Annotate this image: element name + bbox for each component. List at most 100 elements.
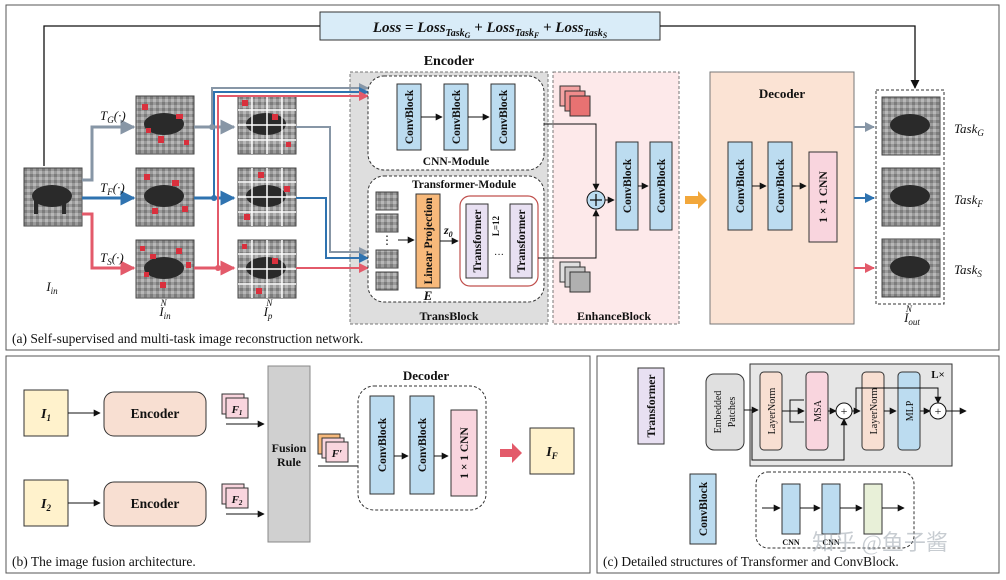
encoder-2-box: Encoder <box>103 481 207 527</box>
svg-text:ConvBlock: ConvBlock <box>498 89 510 144</box>
output-image-g <box>881 96 941 156</box>
task-s-label: TaskS <box>954 262 982 279</box>
loss-feedback-left <box>43 25 320 166</box>
panel-a-caption: (a) Self-supervised and multi-task image… <box>12 331 363 346</box>
task-f-label: TaskF <box>954 192 983 209</box>
conv-detail-cnn-2: CNN <box>821 483 841 547</box>
svg-text:1 × 1 CNN: 1 × 1 CNN <box>459 427 471 479</box>
svg-text:Patches: Patches <box>727 397 738 428</box>
panel-c-caption: (c) Detailed structures of Transformer a… <box>603 554 899 569</box>
svg-text:LayerNorm: LayerNorm <box>869 387 880 434</box>
z0-label: z0 <box>443 223 453 239</box>
embedded-patches-box: Embedded Patches <box>705 373 745 451</box>
svg-text:ConvBlock: ConvBlock <box>775 158 787 213</box>
i-in-n-label: IinN <box>158 298 171 321</box>
svg-text:CNN: CNN <box>782 538 800 547</box>
svg-text:ConvBlock: ConvBlock <box>404 89 416 144</box>
patch-stack: ⋮ <box>375 191 399 291</box>
msa-block: MSA <box>805 371 829 451</box>
patched-image-g <box>237 95 297 155</box>
svg-text:Rule: Rule <box>277 455 302 469</box>
svg-text:Embedded: Embedded <box>713 391 724 434</box>
svg-text:I2: I2 <box>40 497 51 513</box>
cnn-to-sum <box>544 123 600 191</box>
svg-text:IF: IF <box>545 445 557 461</box>
transformer-label-box: Transformer <box>637 367 665 445</box>
f-route-trans <box>296 197 369 263</box>
svg-text:1 × 1 CNN: 1 × 1 CNN <box>818 171 830 223</box>
lx-label: L× <box>931 369 945 381</box>
svg-text:ConvBlock: ConvBlock <box>622 158 634 213</box>
tf-label: TF(·) <box>100 180 125 197</box>
svg-text:CNN: CNN <box>822 538 840 547</box>
decoder-convblock-2: ConvBlock <box>767 141 793 231</box>
fusion-rule-box: Fusion Rule <box>267 365 311 543</box>
fusion-convblock-1: ConvBlock <box>369 395 395 495</box>
linear-projection: Linear Projection <box>415 193 441 289</box>
g-route-cnn <box>211 83 369 127</box>
trans-feature-stack <box>559 261 591 293</box>
corrupted-image-s <box>135 239 195 299</box>
panel-b-caption: (b) The image fusion architecture. <box>12 554 196 569</box>
cnn-feature-stack <box>559 85 591 117</box>
layernorm-2: LayerNorm <box>861 371 885 451</box>
svg-text:+: + <box>841 404 848 418</box>
i-p-n-label: IpN <box>263 298 274 321</box>
panel-a-frame <box>5 4 1000 351</box>
svg-text:I1: I1 <box>40 407 51 423</box>
panel-b-frame <box>5 355 591 574</box>
transformer-block-1: Transformer <box>465 203 489 279</box>
svg-text:ConvBlock: ConvBlock <box>735 158 747 213</box>
output-image-s <box>881 238 941 298</box>
e-label: E <box>423 288 433 303</box>
svg-text:ConvBlock: ConvBlock <box>377 417 389 472</box>
cnn-convblock-3: ConvBlock <box>490 83 516 151</box>
mlp-block: MLP <box>897 371 921 451</box>
loss-box <box>319 11 661 41</box>
enhance-convblock-2: ConvBlock <box>649 141 673 231</box>
feature-f1-stack: F1 <box>221 393 249 419</box>
transformer-module-label: Transformer-Module <box>412 179 516 191</box>
svg-text:F2: F2 <box>231 494 243 507</box>
fused-output-box: IF <box>529 427 575 475</box>
svg-text:LayerNorm: LayerNorm <box>767 387 778 434</box>
fusion-1x1-cnn: 1 × 1 CNN <box>450 409 478 497</box>
l12-label: L=12 <box>491 215 501 236</box>
svg-text:ConvBlock: ConvBlock <box>417 417 429 472</box>
cnn-convblock-1: ConvBlock <box>396 83 422 151</box>
tg-label: TG(·) <box>100 108 126 125</box>
svg-text:F1: F1 <box>231 404 243 417</box>
svg-text:+: + <box>935 404 942 418</box>
fusion-convblock-2: ConvBlock <box>409 395 435 495</box>
transformer-dots: ··· <box>494 250 504 261</box>
i-out-n-label: IoutN <box>903 304 920 327</box>
cnn-module-label: CNN-Module <box>423 156 489 168</box>
g-route-trans <box>296 126 369 257</box>
enhance-convblock-1: ConvBlock <box>615 141 639 231</box>
branch-s-arrow <box>82 212 136 276</box>
loss-formula: Loss = LossTaskG + LossTaskF + LossTaskS <box>372 20 608 40</box>
cnn-convblock-2: ConvBlock <box>443 83 469 151</box>
decoder-convblock-1: ConvBlock <box>727 141 753 231</box>
svg-text:Encoder: Encoder <box>131 406 180 421</box>
output-image-f <box>881 167 941 227</box>
encoder-to-decoder-arrow <box>685 191 707 209</box>
fusion-output-arrow <box>500 443 522 463</box>
layernorm-1: LayerNorm <box>759 371 783 451</box>
f-route-cnn <box>213 87 369 198</box>
decoder-title: Decoder <box>759 86 805 101</box>
transformer-block-n: Transformer <box>509 203 533 279</box>
encoder-1-box: Encoder <box>103 391 207 437</box>
input-i1-box: I1 <box>23 389 69 437</box>
feature-f2-stack: F2 <box>221 483 249 509</box>
residual-skip-2 <box>855 387 942 411</box>
residual-skip-1 <box>751 410 848 461</box>
loss-feedback-right <box>660 25 920 89</box>
output-group <box>875 89 945 305</box>
patched-image-f <box>237 167 297 227</box>
input-image <box>23 167 83 227</box>
panel-c-frame <box>596 355 1000 574</box>
svg-text:MSA: MSA <box>813 399 824 421</box>
encoder-title: Encoder <box>424 54 475 69</box>
